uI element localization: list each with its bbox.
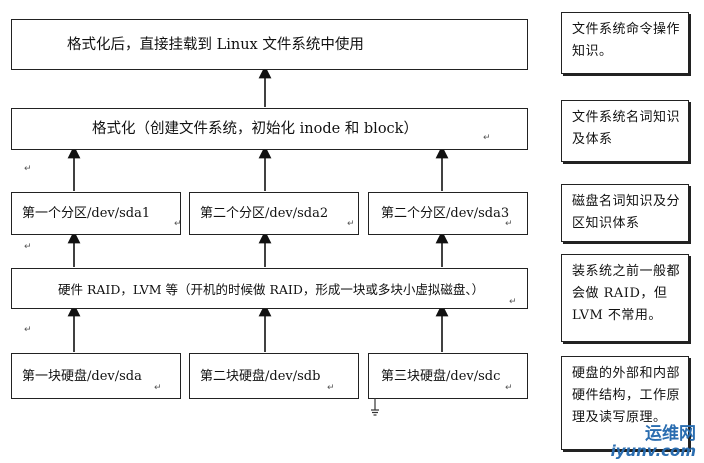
mount-usage-label: 格式化后，直接挂载到 Linux 文件系统中使用 [67, 37, 364, 53]
site-watermark: 运维网 iyunv.com [611, 425, 696, 459]
note-text: 硬盘的外部和内部硬件结构，工作原理及读写原理。 [572, 366, 681, 425]
note-disk-partition: 磁盘名词知识及分区知识体系 [561, 184, 689, 242]
note-text: 文件系统命令操作知识。 [572, 22, 681, 59]
note-command-knowledge: 文件系统命令操作知识。 [561, 12, 689, 74]
disk-label: 第三块硬盘/dev/sdc [381, 369, 501, 384]
disk-box: 第三块硬盘/dev/sdc [368, 353, 528, 399]
format-box: 格式化（创建文件系统，初始化 inode 和 block） [11, 108, 528, 150]
disk-box: 第二块硬盘/dev/sdb [189, 353, 359, 399]
paragraph-mark: ↵ [24, 242, 32, 252]
paragraph-mark: ↵ [483, 133, 491, 143]
paragraph-mark: ↵ [505, 219, 513, 229]
paragraph-mark: ↵ [509, 297, 517, 307]
anchor-icon [371, 398, 379, 416]
paragraph-mark: ↵ [347, 219, 355, 229]
watermark-line1: 运维网 [645, 424, 696, 444]
raid-lvm-label: 硬件 RAID，LVM 等（开机的时候做 RAID，形成一块或多块小虚拟磁盘、） [58, 282, 485, 297]
note-disk-hardware: 硬盘的外部和内部硬件结构，工作原理及读写原理。 [561, 356, 689, 450]
partition-box: 第二个分区/dev/sda2 [189, 192, 359, 235]
partition-box: 第一个分区/dev/sda1 [11, 192, 181, 235]
note-text: 装系统之前一般都会做 RAID，但 LVM 不常用。 [572, 264, 681, 323]
partition-label: 第二个分区/dev/sda3 [381, 206, 510, 221]
mount-usage-box: 格式化后，直接挂载到 Linux 文件系统中使用 [11, 19, 528, 70]
note-text: 磁盘名词知识及分区知识体系 [572, 194, 681, 231]
disk-box: 第一块硬盘/dev/sda [11, 353, 181, 399]
watermark-line2: iyunv.com [610, 442, 696, 460]
paragraph-mark: ↵ [154, 383, 162, 393]
format-label: 格式化（创建文件系统，初始化 inode 和 block） [92, 121, 418, 137]
paragraph-mark: ↵ [174, 219, 182, 229]
partition-label: 第一个分区/dev/sda1 [22, 206, 151, 221]
paragraph-mark: ↵ [24, 164, 32, 174]
paragraph-mark: ↵ [505, 383, 513, 393]
paragraph-mark: ↵ [24, 325, 32, 335]
partition-label: 第二个分区/dev/sda2 [200, 206, 329, 221]
paragraph-mark: ↵ [327, 383, 335, 393]
note-filesystem-terms: 文件系统名词知识及体系 [561, 100, 689, 162]
disk-label: 第二块硬盘/dev/sdb [200, 369, 321, 384]
disk-label: 第一块硬盘/dev/sda [22, 369, 142, 384]
note-text: 文件系统名词知识及体系 [572, 110, 681, 147]
partition-box: 第二个分区/dev/sda3 [368, 192, 528, 235]
raid-lvm-box: 硬件 RAID，LVM 等（开机的时候做 RAID，形成一块或多块小虚拟磁盘、） [11, 268, 528, 309]
note-raid-lvm: 装系统之前一般都会做 RAID，但 LVM 不常用。 [561, 254, 689, 342]
